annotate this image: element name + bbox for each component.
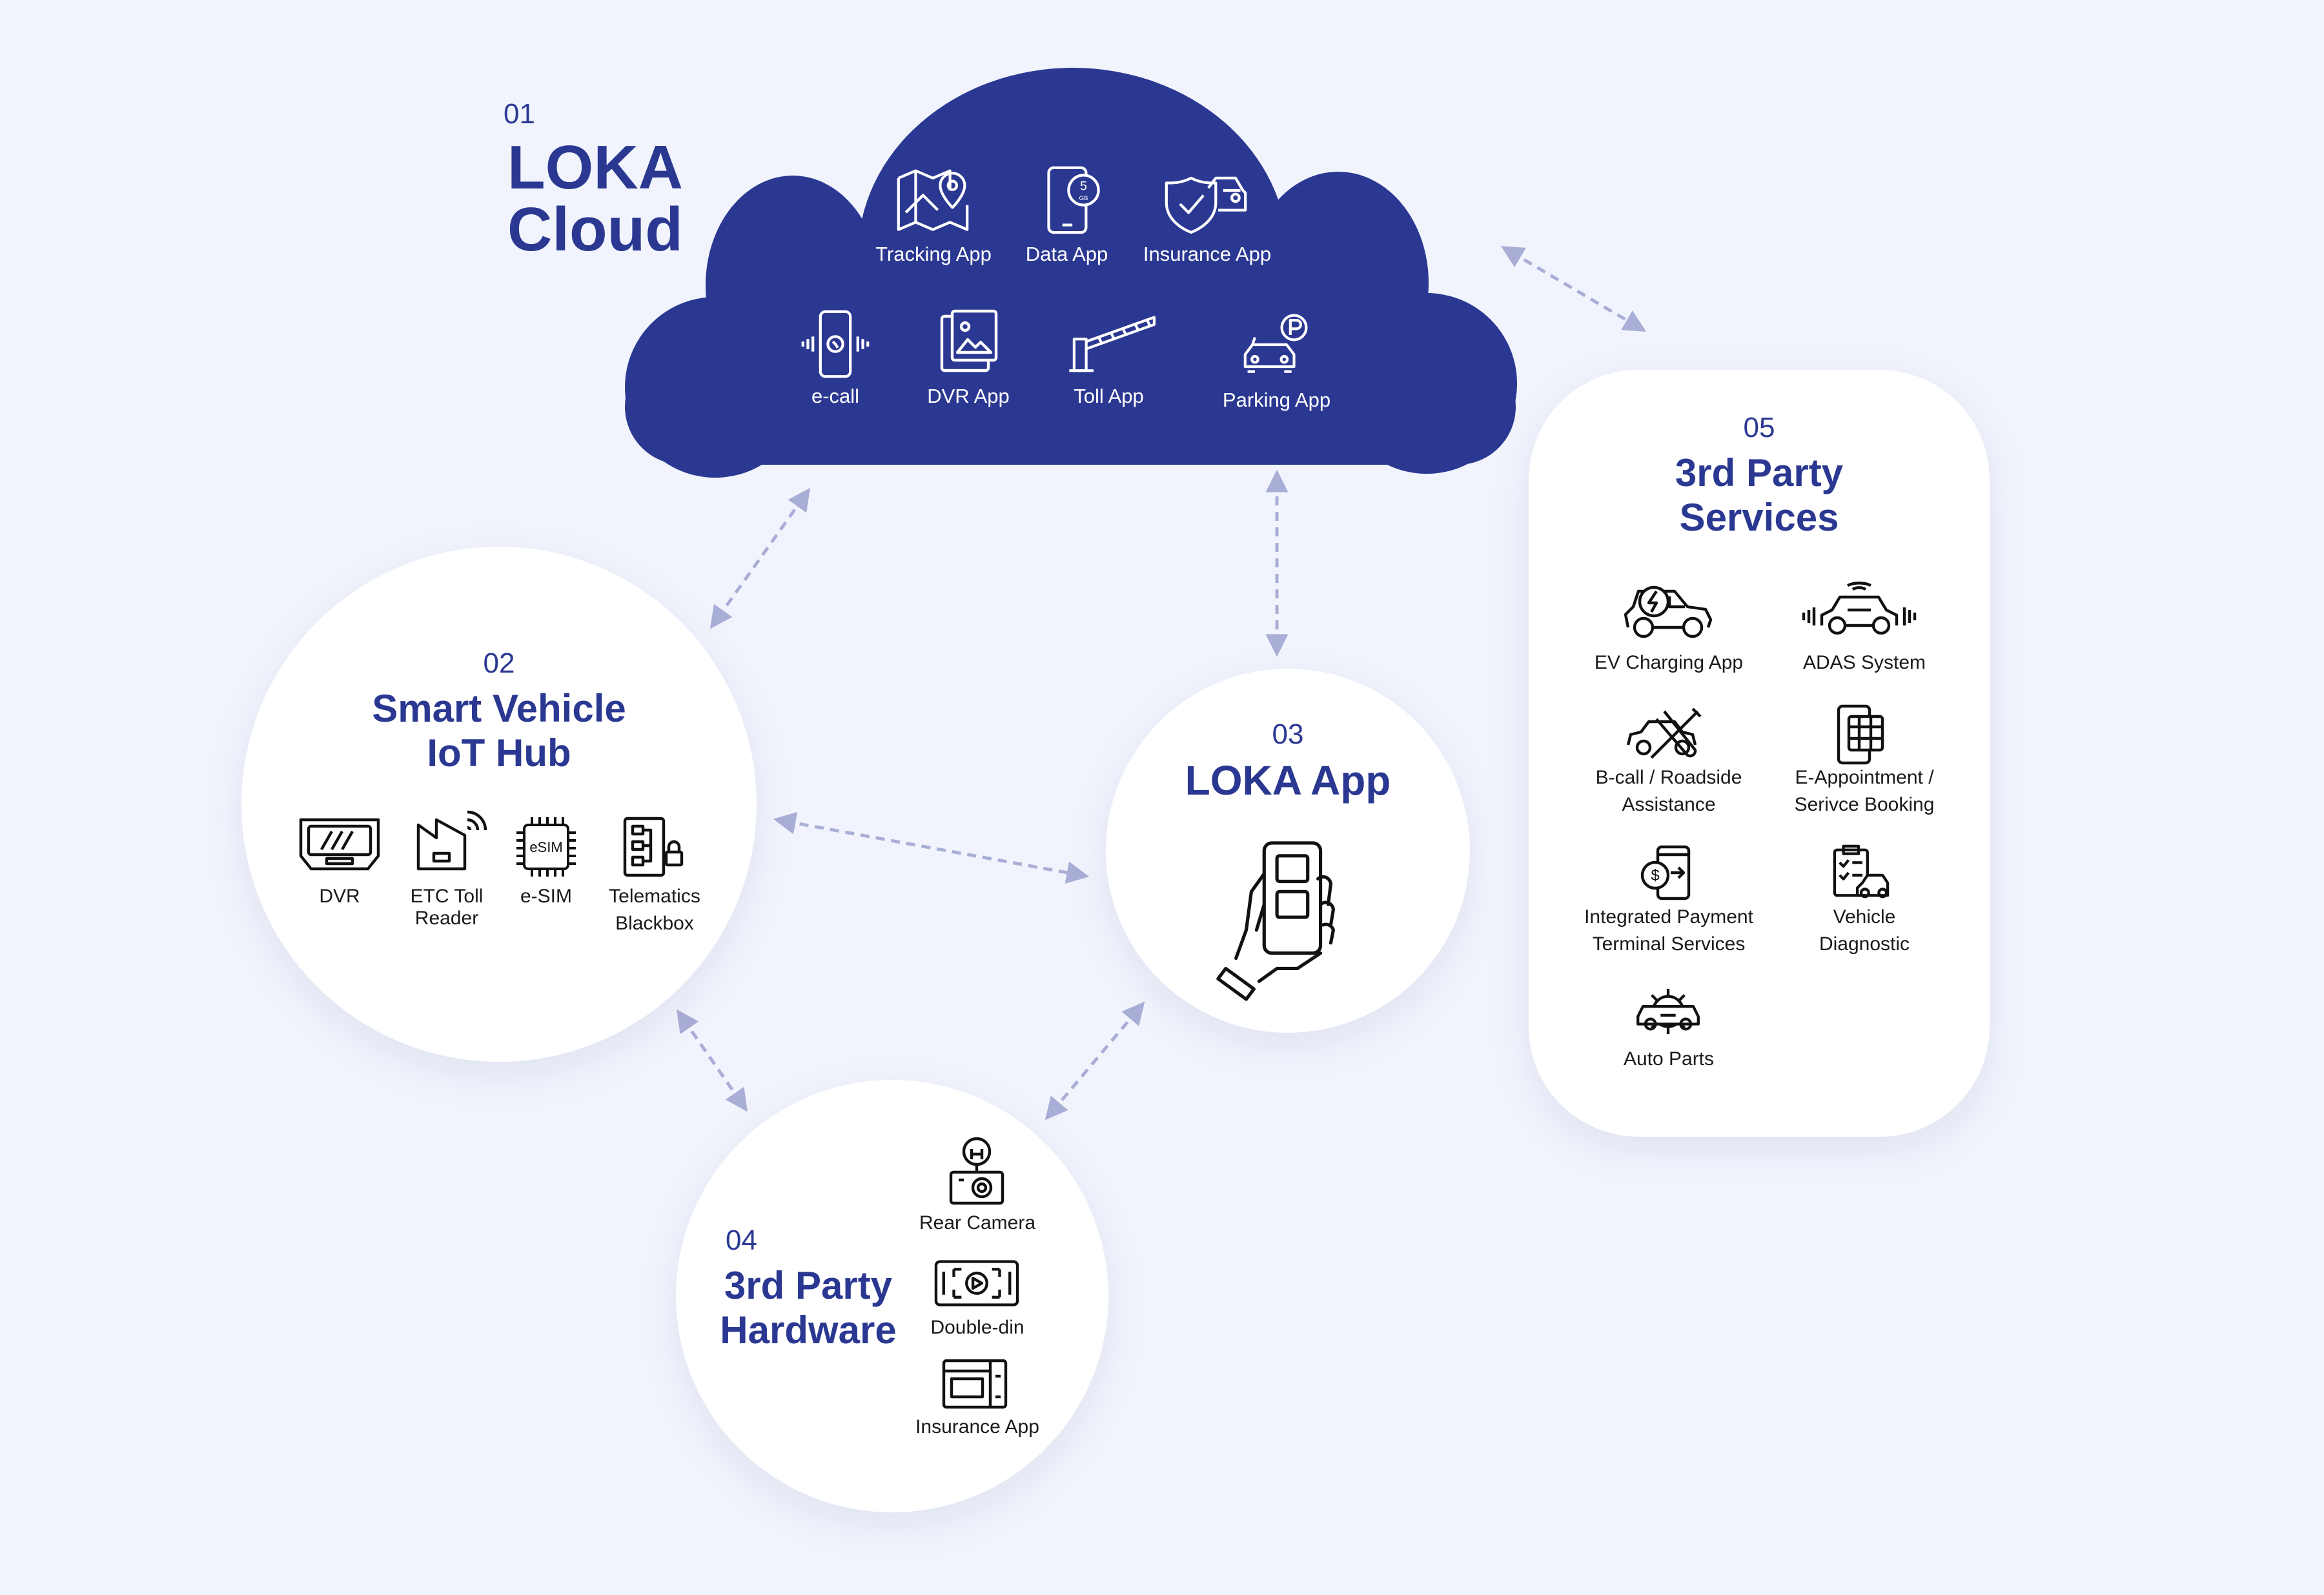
svg-text:5: 5 bbox=[1080, 180, 1087, 194]
connector-app-hardware bbox=[1045, 1001, 1145, 1121]
connector-cloud-services bbox=[1500, 246, 1647, 332]
head-unit-icon bbox=[941, 1358, 1008, 1410]
cloud-number: 01 bbox=[504, 98, 535, 130]
service-label-ev: EV Charging App bbox=[1594, 652, 1744, 673]
hub-title-line2: IoT Hub bbox=[427, 731, 571, 775]
toll-gate-icon bbox=[1068, 312, 1157, 373]
svg-text:GB: GB bbox=[1079, 195, 1088, 202]
etc-reader-icon bbox=[416, 807, 488, 874]
hardware-title-line2: Hardware bbox=[720, 1308, 897, 1352]
map-pin-icon bbox=[896, 168, 970, 235]
hand-phone-icon bbox=[1216, 840, 1349, 1002]
services-number: 05 bbox=[1743, 412, 1775, 443]
service-label-auto-parts: Auto Parts bbox=[1623, 1048, 1715, 1070]
appointment-phone-icon bbox=[1836, 704, 1885, 766]
vehicle-diagnostic-icon bbox=[1832, 844, 1890, 901]
gear-car-icon bbox=[1635, 986, 1702, 1037]
image-tablet-icon bbox=[939, 309, 999, 373]
service-label-roadside: B-call / Roadside Assistance bbox=[1595, 767, 1742, 815]
cloud-app-label-toll: Toll App bbox=[1074, 385, 1144, 407]
hardware-title: 3rd Party Hardware bbox=[679, 1263, 937, 1352]
svg-text:$: $ bbox=[1651, 867, 1659, 884]
hub-item-label-dvr: DVR bbox=[319, 886, 360, 907]
payment-terminal-icon: $ bbox=[1640, 844, 1697, 901]
connector-cloud-hub bbox=[709, 487, 811, 629]
services-title-line1: 3rd Party bbox=[1675, 451, 1844, 494]
cloud-app-label-parking: Parking App bbox=[1222, 389, 1331, 411]
telematics-blackbox-icon bbox=[622, 816, 684, 878]
connector-hub-app bbox=[773, 811, 1090, 884]
app-number: 03 bbox=[1272, 718, 1304, 750]
services-panel bbox=[1529, 370, 1990, 1137]
hub-item-label-telematics: Telematics Blackbox bbox=[609, 886, 700, 934]
rear-camera-icon bbox=[948, 1136, 1006, 1206]
double-din-icon bbox=[933, 1259, 1020, 1308]
services-title: 3rd Party Services bbox=[1565, 451, 1953, 540]
adas-car-icon bbox=[1796, 582, 1922, 642]
roadside-tools-icon bbox=[1626, 706, 1711, 763]
phone-call-icon bbox=[798, 309, 873, 380]
service-label-adas: ADAS System bbox=[1802, 652, 1926, 673]
hub-item-label-esim: e-SIM bbox=[520, 886, 572, 907]
dvr-icon bbox=[298, 815, 381, 871]
shield-car-icon bbox=[1164, 173, 1248, 235]
cloud-app-label-insurance: Insurance App bbox=[1143, 243, 1272, 265]
hub-number: 02 bbox=[483, 647, 515, 679]
service-label-payment: Integrated Payment Terminal Services bbox=[1584, 906, 1753, 955]
ev-car-icon bbox=[1623, 584, 1713, 640]
esim-chip-icon: eSIM bbox=[514, 815, 578, 879]
service-label-diagnostic: Vehicle Diagnostic bbox=[1819, 906, 1910, 955]
hardware-title-line1: 3rd Party bbox=[724, 1264, 893, 1307]
app-title: LOKA App bbox=[1185, 757, 1391, 804]
cloud-app-label-data: Data App bbox=[1025, 243, 1108, 265]
connector-hub-hardware bbox=[677, 1009, 748, 1112]
svg-text:eSIM: eSIM bbox=[529, 839, 562, 855]
hardware-item-label-insurance: Insurance App bbox=[915, 1416, 1039, 1438]
cloud-title-line1: LOKA bbox=[507, 133, 683, 202]
parking-car-icon bbox=[1243, 312, 1311, 377]
hardware-circle bbox=[676, 1080, 1108, 1512]
cloud-app-label-ecall: e-call bbox=[811, 385, 860, 407]
hub-title-line1: Smart Vehicle bbox=[372, 687, 626, 730]
cloud-title: LOKA Cloud bbox=[507, 137, 683, 261]
service-label-appointment: E-Appointment / Serivce Booking bbox=[1794, 767, 1935, 815]
hardware-item-label-rear-camera: Rear Camera bbox=[919, 1212, 1036, 1234]
cloud-app-label-tracking: Tracking App bbox=[875, 243, 992, 265]
hub-item-label-etc: ETC Toll Reader bbox=[410, 886, 484, 929]
phone-5gb-icon: 5 GB bbox=[1046, 165, 1104, 235]
app-circle bbox=[1106, 669, 1470, 1033]
hub-title: Smart Vehicle IoT Hub bbox=[305, 686, 693, 775]
hub-circle bbox=[241, 547, 757, 1062]
hardware-number: 04 bbox=[726, 1224, 757, 1256]
cloud-title-line2: Cloud bbox=[507, 195, 683, 264]
services-title-line2: Services bbox=[1679, 496, 1839, 539]
hardware-item-label-double-din: Double-din bbox=[930, 1317, 1024, 1338]
cloud-app-label-dvr: DVR App bbox=[927, 385, 1010, 407]
